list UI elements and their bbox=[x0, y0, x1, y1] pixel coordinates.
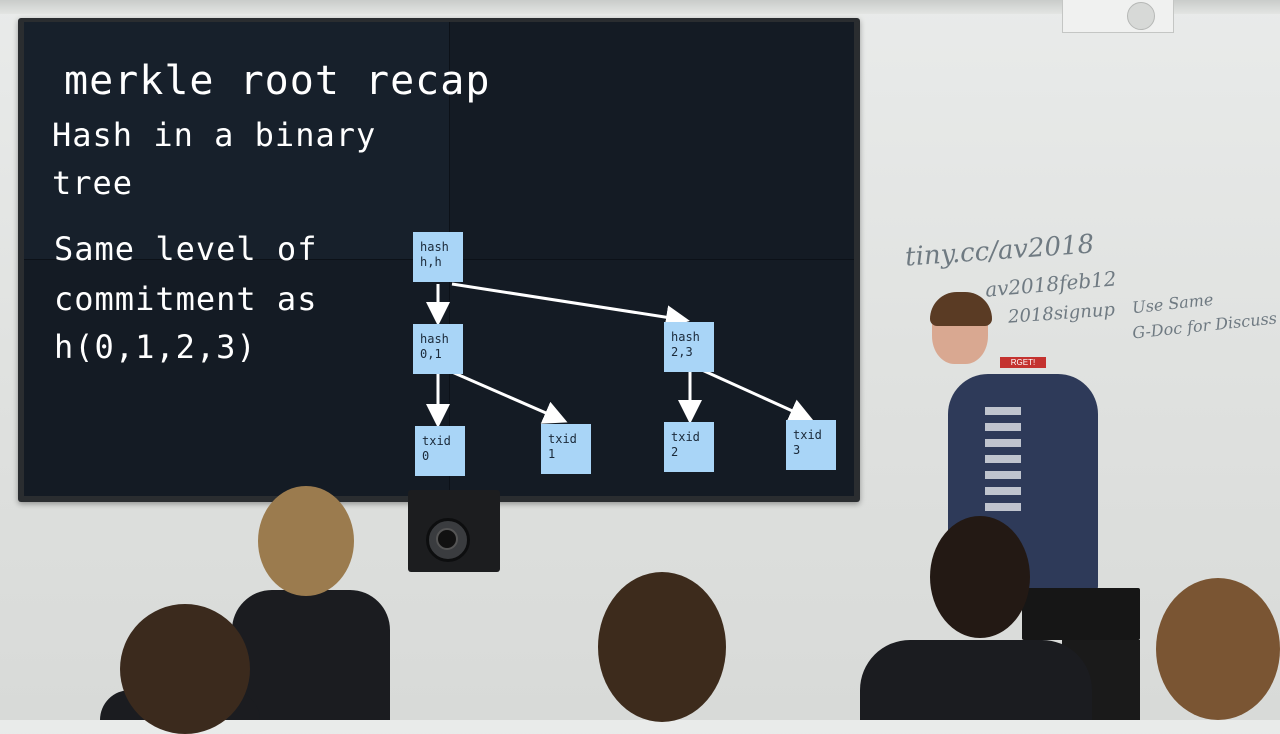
audience-head bbox=[1156, 578, 1280, 720]
ceiling bbox=[0, 0, 1280, 14]
camera-lens bbox=[436, 528, 458, 550]
projector bbox=[1062, 0, 1174, 33]
audience-head bbox=[598, 572, 726, 722]
screen-panel bbox=[24, 22, 449, 259]
slide-line-4: commitment as bbox=[54, 280, 318, 318]
tree-node-txid0: txid 0 bbox=[415, 426, 465, 476]
tree-node-hash01: hash 0,1 bbox=[413, 324, 463, 374]
whiteboard-sticker: RGET! bbox=[1000, 357, 1046, 368]
presenter-hair bbox=[930, 292, 992, 326]
tree-edges bbox=[426, 282, 814, 428]
slide-screen: merkle root recap Hash in a binary tree … bbox=[24, 22, 854, 496]
audience-head bbox=[258, 486, 354, 596]
audience-head bbox=[120, 604, 250, 734]
slide-line-3: Same level of bbox=[54, 230, 318, 268]
audience-body bbox=[232, 590, 390, 720]
slide-line-5: h(0,1,2,3) bbox=[54, 328, 257, 366]
audience-body bbox=[860, 640, 1092, 720]
slide-line-2: tree bbox=[52, 164, 134, 202]
slide-line-1: Hash in a binary bbox=[52, 116, 377, 154]
tree-node-txid1: txid 1 bbox=[541, 424, 591, 474]
edge-root-h23 bbox=[451, 282, 690, 330]
slide-title: merkle root recap bbox=[64, 58, 491, 104]
tree-node-txid2: txid 2 bbox=[664, 422, 714, 472]
audience-head bbox=[930, 516, 1030, 638]
tree-node-txid3: txid 3 bbox=[786, 420, 836, 470]
whiteboard-note-1: Use Same bbox=[1131, 289, 1215, 318]
tree-node-root: hash h,h bbox=[413, 232, 463, 282]
tree-node-hash23: hash 2,3 bbox=[664, 322, 714, 372]
edge-h01-t1 bbox=[451, 370, 568, 424]
shirt-print bbox=[985, 407, 1021, 517]
edge-h23-t3 bbox=[701, 368, 814, 422]
projector-lens bbox=[1127, 2, 1155, 30]
conference-camera bbox=[408, 490, 500, 572]
whiteboard-line-1: tiny.cc/av2018 bbox=[904, 229, 1096, 273]
laptop bbox=[1022, 588, 1140, 640]
